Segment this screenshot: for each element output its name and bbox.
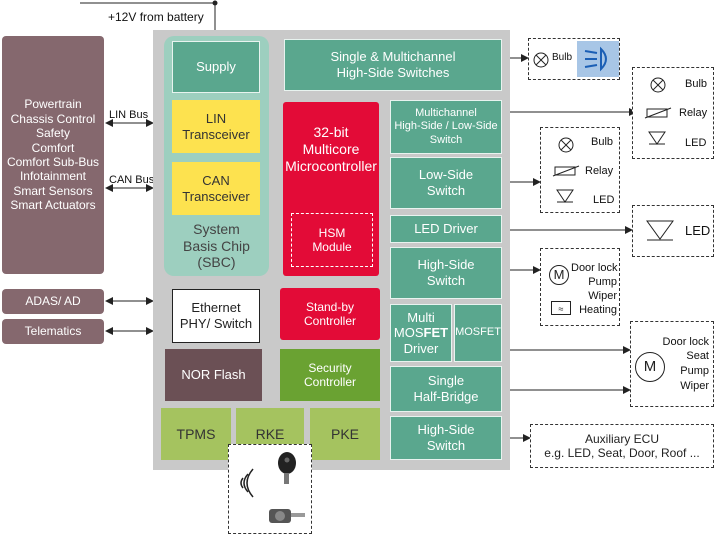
- relay-label: Relay: [679, 107, 708, 119]
- lin-bus-label: LIN Bus: [109, 109, 149, 121]
- motor-load-group-1: M ≈ Door lock Pump Wiper Heating: [540, 248, 620, 326]
- relay-icon: [552, 165, 580, 177]
- mosfet-driver-text-pre: Multi MOS: [393, 309, 435, 341]
- bulb-label: Bulb: [591, 136, 614, 148]
- sbc-label: System Basis Chip (SBC): [183, 220, 250, 271]
- wireless-signal-icon: [240, 468, 254, 498]
- motor-load-item: Heating: [579, 304, 617, 316]
- headlight-icon: [577, 41, 619, 77]
- motor-load-item: Wiper: [680, 380, 709, 392]
- led-icon: [646, 220, 674, 241]
- motor-load-item: Pump: [680, 365, 709, 377]
- ecu-domains-panel: Powertrain Chassis Control Safety Comfor…: [2, 36, 104, 274]
- bulb-icon: [558, 137, 574, 153]
- lin-transceiver: LIN Transceiver: [172, 100, 260, 153]
- mosfet-block: MOSFET: [454, 304, 502, 362]
- motor-load-item: Pump: [588, 276, 617, 288]
- led-label: LED: [685, 137, 707, 149]
- pke-block: PKE: [310, 408, 380, 460]
- led-icon: [648, 131, 666, 145]
- bulb-icon: [533, 52, 549, 68]
- bulb-load-top: Bulb: [528, 38, 620, 80]
- motor-load-group-2: M Door lock Seat Pump Wiper: [630, 321, 714, 407]
- single-half-bridge: Single Half-Bridge: [390, 366, 502, 412]
- telematics-box: Telematics: [2, 319, 104, 344]
- nor-flash: NOR Flash: [165, 349, 262, 401]
- motor-icon: M: [635, 352, 665, 382]
- can-bus-label: CAN Bus: [109, 174, 155, 186]
- single-multichannel-high-side-switches: Single & Multichannel High-Side Switches: [284, 39, 502, 91]
- bulb-label: Bulb: [552, 52, 573, 63]
- ethernet-phy-switch: Ethernet PHY/ Switch: [172, 289, 260, 343]
- domain-item: Smart Sensors: [13, 183, 93, 198]
- supply-block: Supply: [172, 41, 260, 93]
- motor-icon: M: [549, 265, 569, 285]
- high-side-switch-1: High-Side Switch: [390, 247, 502, 299]
- heater-icon: ≈: [551, 301, 571, 315]
- motor-load-item: Seat: [686, 350, 709, 362]
- microcontroller: 32-bit Multicore Microcontroller: [283, 102, 379, 276]
- domain-item: Chassis Control: [10, 111, 96, 126]
- auxiliary-ecu: Auxiliary ECU e.g. LED, Seat, Door, Roof…: [530, 424, 714, 468]
- adas-box: ADAS/ AD: [2, 289, 104, 314]
- key-fob-icon: [278, 452, 296, 484]
- domain-item: Smart Actuators: [10, 198, 96, 213]
- relay-label: Relay: [585, 165, 614, 177]
- domain-item: Powertrain: [24, 97, 82, 112]
- led-label: LED: [593, 194, 615, 206]
- battery-label: +12V from battery: [108, 10, 204, 24]
- load-group-2: Bulb Relay LED: [540, 127, 620, 213]
- multichannel-hs-ls-switch: Multichannel High-Side / Low-Side Switch: [390, 100, 502, 154]
- domain-item: Safety: [35, 126, 71, 141]
- domain-item: Comfort Sub-Bus: [6, 155, 100, 169]
- motor-load-item: Door lock: [662, 336, 709, 348]
- key-and-sensor-panel: [228, 444, 312, 534]
- microcontroller-label: 32-bit Multicore Microcontroller: [285, 124, 377, 174]
- aux-ecu-detail: e.g. LED, Seat, Door, Roof ...: [544, 446, 700, 460]
- mosfet-driver-text-post: Driver: [403, 340, 439, 356]
- bulb-icon: [650, 77, 666, 93]
- relay-icon: [644, 107, 672, 119]
- tpms-sensor-icon: [269, 509, 305, 523]
- tpms-block: TPMS: [161, 408, 231, 460]
- led-icon: [556, 189, 574, 203]
- mosfet-driver-text-bold: FET: [423, 325, 449, 341]
- hsm-module: HSM Module: [291, 213, 373, 267]
- low-side-switch: Low-Side Switch: [390, 157, 502, 209]
- high-side-switch-2: High-Side Switch: [390, 416, 502, 460]
- domain-item: Infotainment: [19, 169, 87, 184]
- domain-item: Comfort: [31, 140, 75, 155]
- motor-load-item: Wiper: [588, 290, 617, 302]
- led-label: LED: [685, 223, 711, 238]
- aux-ecu-title: Auxiliary ECU: [584, 431, 659, 446]
- standby-controller: Stand-by Controller: [280, 288, 380, 340]
- led-load: LED: [632, 205, 714, 257]
- motor-load-item: Door lock: [571, 262, 618, 274]
- bulb-label: Bulb: [685, 78, 708, 90]
- led-driver: LED Driver: [390, 215, 502, 243]
- multi-mosfet-driver: Multi MOSFET Driver: [390, 304, 452, 362]
- can-transceiver: CAN Transceiver: [172, 162, 260, 215]
- load-group-1: Bulb Relay LED: [632, 67, 714, 159]
- security-controller: Security Controller: [280, 349, 380, 401]
